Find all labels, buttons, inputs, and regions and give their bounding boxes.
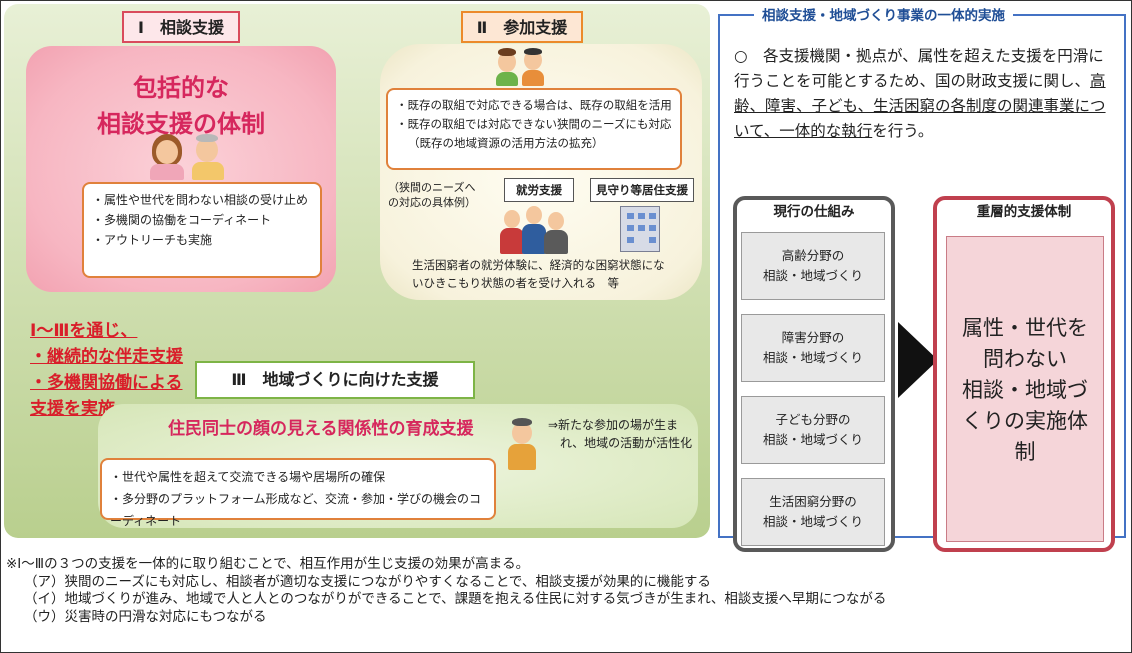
section3-item: ・多分野のプラットフォーム形成など、交流・参加・学びの機会のコーディネート: [110, 492, 482, 528]
footnote-b: （イ）地域づくりが進み、地域で人と人とのつながりができることで、課題を抱える住民…: [24, 591, 887, 607]
footnote-a: （ア）狭間のニーズにも対応し、相談者が適切な支援につながりやすくなることで、相談…: [24, 573, 711, 590]
work-people-illustration: [500, 206, 570, 256]
section3-heading: 住民同士の顔の見える関係性の育成支援: [168, 419, 474, 439]
section1-item: ・アウトリーチも実施: [92, 233, 213, 247]
section1-heading-line2: 相談支援の体制: [97, 110, 265, 138]
section3-side-note: ⇒新たな参加の場が生ま れ、地域の活動が活性化: [548, 418, 693, 450]
right-arrow-icon: [898, 322, 938, 398]
section2-item: ・既存の取組では対応できない狭間のニーズにも対応: [396, 117, 672, 131]
right-panel-body: ○ 各支援機関・拠点が、属性を超えた支援を円滑に行うことを可能とするため、国の財…: [734, 47, 1106, 140]
current-system-box: 高齢分野の 相談・地域づくり: [741, 232, 885, 300]
participation-people-illustration: [496, 48, 548, 86]
current-system-box: 障害分野の 相談・地域づくり: [741, 314, 885, 382]
section2-list: ・既存の取組で対応できる場合は、既存の取組を活用 ・既存の取組では対応できない狭…: [386, 88, 682, 170]
section2-item: ・既存の取組で対応できる場合は、既存の取組を活用: [396, 98, 672, 112]
current-system-title: 現行の仕組み: [773, 204, 855, 220]
section2-title: Ⅱ 参加支援: [461, 11, 583, 43]
section1-title: Ⅰ 相談支援: [122, 11, 240, 43]
section2-item: （既存の地域資源の活用方法の拡充）: [408, 136, 604, 150]
section1-heading-line1: 包括的な: [133, 74, 229, 102]
footnotes: ※Ⅰ～Ⅲの３つの支援を一体的に取り組むことで、相互作用が生じ支援の効果が高まる。…: [6, 556, 1126, 626]
employment-support-label: 就労支援: [504, 178, 574, 202]
section1-heading: 包括的な 相談支援の体制: [26, 70, 336, 142]
right-panel-heading: 相談支援・地域づくり事業の一体的実施: [754, 6, 1013, 26]
section3-list: ・世代や属性を超えて交流できる場や居場所の確保 ・多分野のプラットフォーム形成な…: [100, 458, 496, 528]
section3-title: Ⅲ 地域づくりに向けた支援: [195, 361, 475, 399]
section1-item: ・多機関の協働をコーディネート: [92, 213, 272, 227]
current-system-box: 生活困窮分野の 相談・地域づくり: [741, 478, 885, 546]
participation-support-area: [380, 44, 702, 300]
residence-support-label: 見守り等居住支援: [590, 178, 694, 202]
section3-item: ・世代や属性を超えて交流できる場や居場所の確保: [110, 470, 386, 484]
throughout-emphasis: Ⅰ～Ⅲを通じ、 ・継続的な伴走支援 ・多機関協働による 支援を実施: [30, 321, 183, 419]
footnote-main: ※Ⅰ～Ⅲの３つの支援を一体的に取り組むことで、相互作用が生じ支援の効果が高まる。: [6, 556, 530, 572]
section1-list: ・属性や世代を問わない相談の受け止め ・多機関の協働をコーディネート ・アウトリ…: [82, 182, 322, 278]
section2-example-label: （狭間のニーズへ の対応の具体例）: [388, 181, 476, 209]
community-person-illustration: [506, 418, 540, 470]
layered-support-box: 属性・世代を 問わない 相談・地域づ くりの実施体 制: [946, 236, 1104, 542]
section1-item: ・属性や世代を問わない相談の受け止め: [92, 193, 309, 207]
section2-description: 生活困窮者の就労体験に、経済的な困窮状態にな いひきこもり状態の者を受け入れる …: [412, 258, 665, 290]
footnote-c: （ウ）災害時の円滑な対応にもつながる: [24, 608, 267, 625]
current-system-box: 子ども分野の 相談・地域づくり: [741, 396, 885, 464]
consultation-people-illustration: [150, 134, 230, 180]
layered-support-title: 重層的支援体制: [976, 204, 1072, 220]
building-icon: [620, 206, 660, 252]
